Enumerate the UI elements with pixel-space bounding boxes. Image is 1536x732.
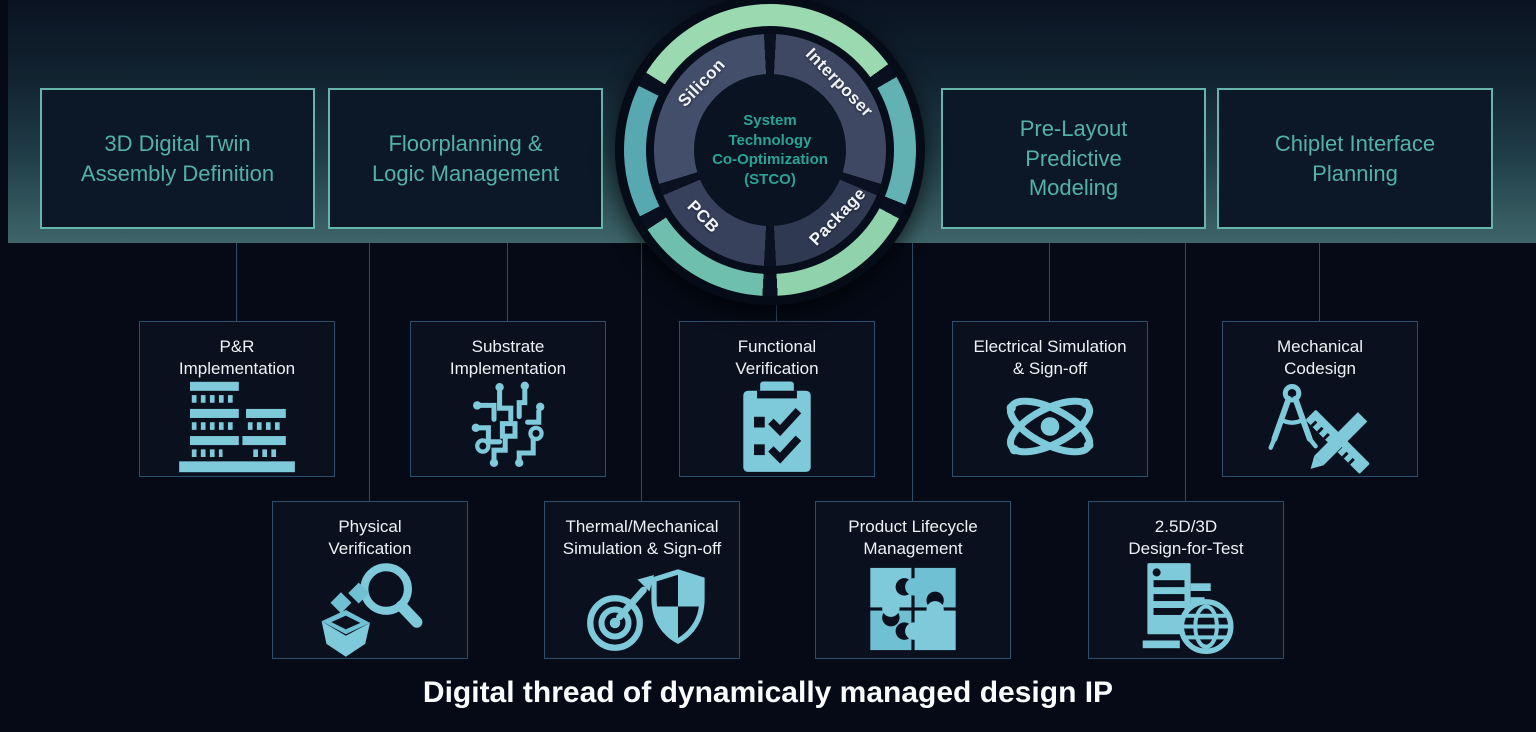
footer-title: Digital thread of dynamically managed de… (422, 676, 1114, 709)
node-label: 2.5D/3D Design-for-Test (1128, 517, 1244, 559)
stco-cycle-wheel: System Technology Co-Optimization (STCO)… (615, 0, 925, 305)
connector-line (369, 243, 370, 501)
connector-line (641, 243, 642, 501)
node-label: P&R Implementation (178, 337, 296, 379)
node-label: Product Lifecycle Management (848, 517, 978, 559)
connector-line (912, 243, 913, 501)
connector-line (1049, 243, 1050, 321)
compass-ruler-icon (1268, 384, 1370, 474)
checklist-icon (743, 381, 811, 473)
icon-area (466, 380, 550, 476)
node-label: Electrical Simulation & Sign-off (973, 337, 1127, 379)
stage-box-chiplet-interface: Chiplet Interface Planning (1217, 88, 1493, 229)
stage-box-3d-digital-twin: 3D Digital Twin Assembly Definition (40, 88, 315, 229)
box-magnifier-icon (321, 563, 423, 657)
puzzle-icon (870, 568, 956, 651)
icon-area (1135, 560, 1237, 662)
node-box-substrate-implementation: Substrate Implementation (410, 321, 606, 477)
target-shield-icon (587, 569, 705, 652)
node-box-mechanical-codesign: Mechanical Codesign (1222, 321, 1418, 477)
icon-area (1264, 380, 1376, 489)
icon-area (997, 380, 1103, 479)
node-box-physical-verification: Physical Verification (272, 501, 468, 659)
icon-area (864, 560, 962, 664)
node-label: Thermal/Mechanical Simulation & Sign-off (562, 517, 722, 559)
connector-line (1185, 243, 1186, 501)
icon-area (171, 380, 303, 480)
stage-label: Chiplet Interface Planning (1274, 130, 1436, 186)
node-box-pr-implementation: P&R Implementation (139, 321, 335, 477)
stage-box-floorplanning: Floorplanning & Logic Management (328, 88, 603, 229)
node-box-product-lifecycle: Product Lifecycle Management (815, 501, 1011, 659)
node-box-electrical-simulation: Electrical Simulation & Sign-off (952, 321, 1148, 477)
atom-icon (1006, 397, 1094, 456)
stco-center-label: System Technology Co-Optimization (STCO) (712, 112, 828, 188)
icon-area (315, 560, 425, 666)
node-label: Substrate Implementation (449, 337, 567, 379)
connector-line (1319, 243, 1320, 321)
chip-stack-icon (179, 381, 295, 473)
stage-label: Floorplanning & Logic Management (371, 130, 560, 186)
connector-line (236, 243, 237, 321)
server-globe-icon (1142, 563, 1234, 655)
stage-label: 3D Digital Twin Assembly Definition (80, 130, 275, 186)
stco-center: System Technology Co-Optimization (STCO) (694, 74, 846, 226)
node-box-design-for-test: 2.5D/3D Design-for-Test (1088, 501, 1284, 659)
circuit-traces-icon (471, 381, 545, 468)
node-label: Mechanical Codesign (1277, 337, 1363, 379)
node-label: Functional Verification (735, 337, 819, 379)
node-label: Physical Verification (328, 517, 412, 559)
icon-area (579, 560, 705, 662)
stage-label: Pre-Layout Predictive Modeling (1019, 115, 1128, 201)
stage-box-pre-layout: Pre-Layout Predictive Modeling (941, 88, 1206, 229)
node-box-functional-verification: Functional Verification (679, 321, 875, 477)
icon-area (740, 380, 814, 481)
connector-line (507, 243, 508, 321)
node-box-thermal-mechanical: Thermal/Mechanical Simulation & Sign-off (544, 501, 740, 659)
